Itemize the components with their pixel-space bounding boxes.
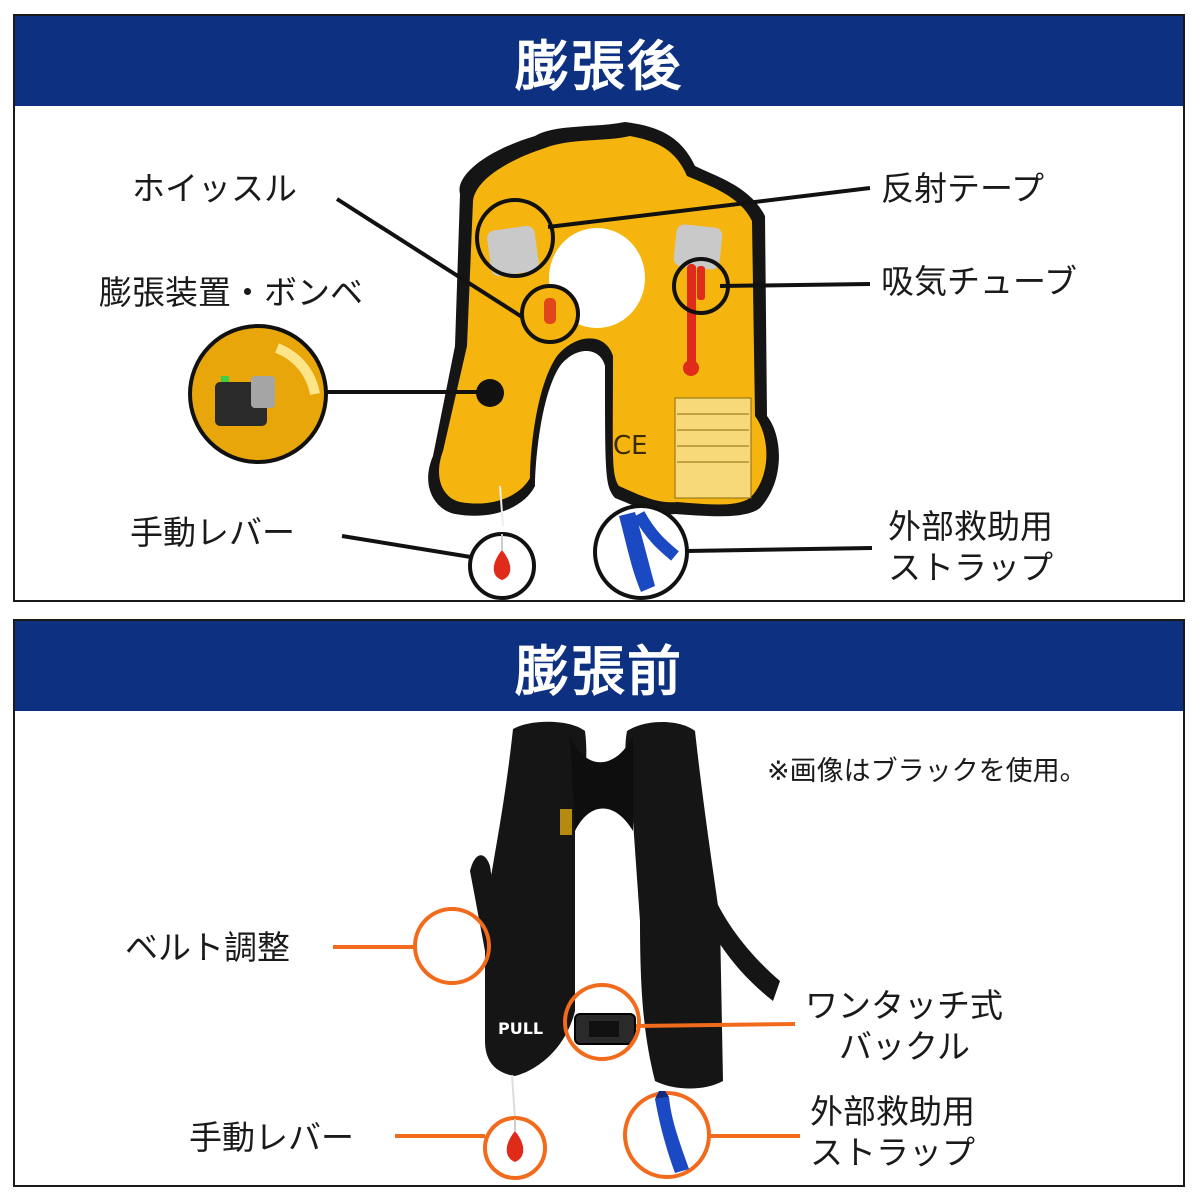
callout-belt-adjust-circle [413,907,491,985]
inflated-vest: CE [428,122,779,527]
deflated-vest: PULL [470,721,780,1120]
deflated-title: 膨張前 [515,639,683,703]
color-note: ※画像はブラックを使用。 [767,756,1087,787]
label-rescue-strap: 外部救助用 ストラップ [888,506,1053,589]
label-manual-lever: 手動レバー [130,513,295,552]
label-inflator: 膨張装置・ボンベ [99,273,363,312]
callout-manual-lever-circle-2 [483,1116,547,1180]
callout-rescue-strap-circle-2 [623,1091,711,1179]
callout-buckle-circle [563,983,641,1061]
label-whistle: ホイッスル [132,169,297,208]
label-oral-tube: 吸気チューブ [881,262,1078,301]
label-rescue-strap-2-line1: 外部救助用 [810,1092,975,1131]
label-manual-lever-2: 手動レバー [189,1118,354,1157]
label-rescue-strap-2-line2: ストラップ [810,1133,975,1173]
callout-inflator-dot [476,379,504,407]
label-reflective-tape: 反射テープ [881,169,1045,208]
deflated-illustration: PULL [333,721,800,1180]
label-rescue-strap-2: 外部救助用 ストラップ [810,1091,975,1174]
label-rescue-strap-line1: 外部救助用 [888,507,1053,546]
deflated-callout-lines [333,945,800,1138]
deflated-header: 膨張前 [15,621,1183,711]
callout-oral-tube-circle [672,257,730,315]
pull-mark: PULL [498,1019,543,1038]
callout-whistle-circle [520,284,580,344]
callout-manual-lever-circle [468,532,536,600]
callout-rescue-strap-circle [593,504,689,600]
ce-mark: CE [613,431,648,461]
label-belt-adjust: ベルト調整 [125,928,290,967]
label-buckle: ワンタッチ式 バックル [805,985,1003,1068]
label-buckle-line2: バックル [839,1027,971,1067]
inflated-callout-lines [315,186,873,561]
deflated-panel: 膨張前 PULL [13,619,1185,1187]
label-buckle-line1: ワンタッチ式 [805,986,1003,1025]
callout-reflective-tape-circle [475,198,555,278]
inflated-panel: 膨張後 CE [13,14,1185,602]
inflated-header: 膨張後 [15,16,1183,106]
inflated-illustration: CE [188,122,873,600]
callout-inflator-zoom [188,324,328,464]
label-rescue-strap-line2: ストラップ [888,548,1053,588]
inflated-title: 膨張後 [515,34,683,98]
